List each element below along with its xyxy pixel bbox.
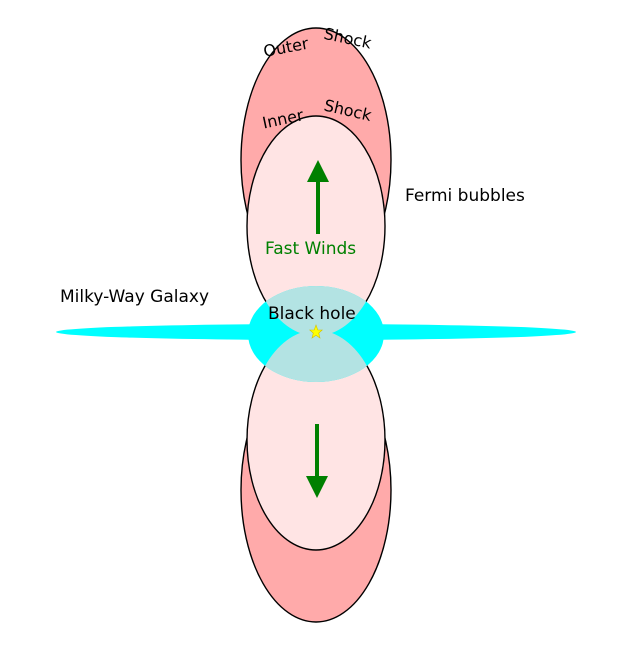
black-hole-label: Black hole	[268, 304, 356, 324]
star-icon	[309, 324, 323, 339]
milky-way-galaxy-label: Milky-Way Galaxy	[60, 287, 209, 307]
fermi-bubbles-label: Fermi bubbles	[405, 186, 525, 206]
arrow-up-icon	[307, 160, 329, 234]
arrow-down-icon	[306, 424, 328, 498]
fast-winds-label: Fast Winds	[265, 239, 356, 259]
